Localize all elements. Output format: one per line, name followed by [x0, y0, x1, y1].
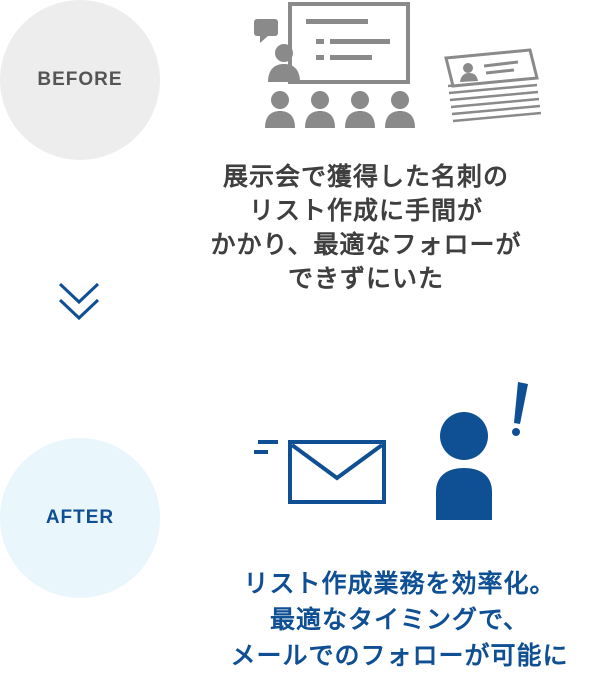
after-illustration	[254, 382, 528, 520]
before-line-4: できずにいた	[287, 264, 444, 293]
before-badge: BEFORE	[0, 0, 160, 160]
before-line-2: リスト作成に手間が	[248, 196, 483, 225]
double-chevron-down-icon	[58, 282, 100, 321]
business-cards-icon	[444, 48, 542, 123]
after-badge: AFTER	[0, 438, 160, 598]
after-line-2: 最適なタイミングで、	[269, 605, 529, 634]
after-line-1: リスト作成業務を効率化。	[243, 569, 556, 598]
before-badge-label: BEFORE	[37, 69, 123, 90]
before-illustration	[254, 2, 542, 128]
presentation-icon	[254, 2, 410, 84]
before-description: 展示会で獲得した名刺の リスト作成に手間が かかり、最適なフォローが できずにい…	[180, 160, 552, 296]
after-line-3: メールでのフォローが可能に	[230, 641, 569, 670]
email-icon	[254, 440, 386, 504]
person-alert-icon	[436, 382, 528, 520]
before-line-1: 展示会で獲得した名刺の	[222, 162, 509, 191]
after-badge-label: AFTER	[45, 507, 115, 528]
audience-icon	[265, 91, 415, 128]
before-line-3: かかり、最適なフォローが	[210, 230, 522, 259]
after-description: リスト作成業務を効率化。 最適なタイミングで、 メールでのフォローが可能に	[190, 566, 609, 674]
